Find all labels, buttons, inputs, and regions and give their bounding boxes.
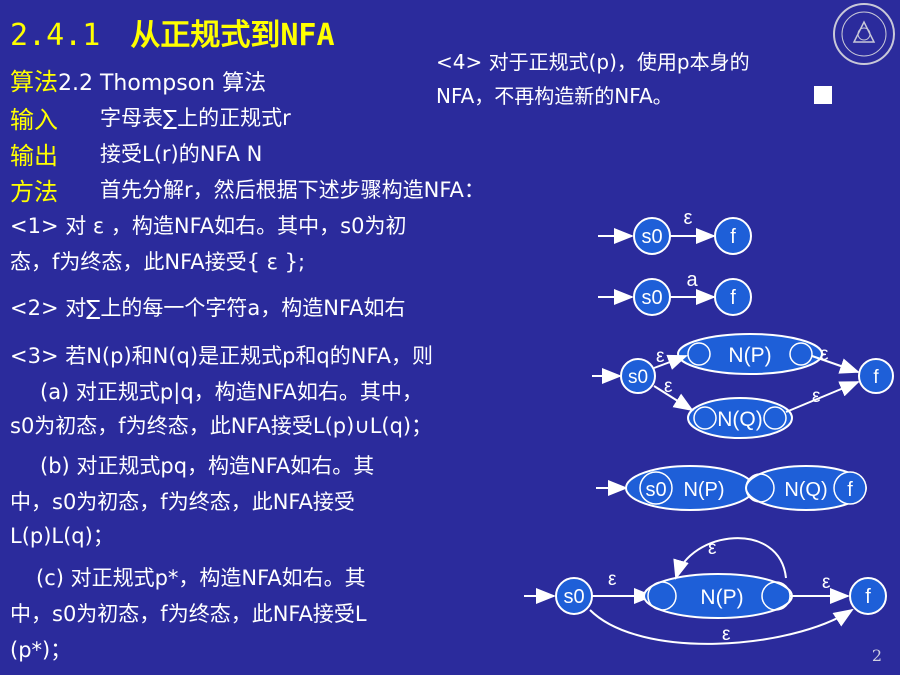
output-label: 输出 [10,142,58,170]
svg-text:ε: ε [664,376,673,397]
s0-label: s0 [641,287,662,309]
rule3-line1: <3> 若N(p)和N(q)是正规式p和q的NFA，则 [10,344,433,368]
rule3a-line1: (a) 对正规式p|q，构造NFA如右。其中， [40,380,423,404]
f-label: f [730,226,736,248]
svg-text:ε: ε [708,538,717,559]
page-title: 2.4.1 从正规式到NFA [10,10,335,54]
a-label: a [686,269,698,291]
svg-text:ε: ε [820,344,829,365]
f-label: f [873,367,879,388]
note-4-line1: <4> 对于正规式(p)，使用p本身的 [436,50,750,74]
svg-text:ε: ε [822,572,831,593]
output-text: 接受L(r)的NFA N [100,142,263,166]
algorithm-label: 算法 [10,68,58,96]
title-text: 从正规式到NFA [130,18,335,53]
rule2-text: <2> 对∑上的每一个字符a，构造NFA如右 [10,296,406,320]
rule3a-line2: s0为初态，f为终态，此NFA接受L(p)∪L(q)； [10,414,433,438]
rule3b-line3: L(p)L(q)； [10,524,114,548]
svg-text:f: f [865,586,871,608]
rule3b-line1: (b) 对正规式pq，构造NFA如右。其 [40,454,375,478]
svg-text:f: f [847,479,853,501]
title-number: 2.4.1 [10,18,101,53]
method-label: 方法 [10,178,58,206]
rule3b-line2: 中，s0为初态，f为终态，此NFA接受 [10,490,355,514]
algorithm-line: 算法2.2 Thompson 算法 [10,62,266,97]
diagram-epsilon: s0 ε f [598,207,752,255]
university-seal-logo [833,3,895,65]
f-node [849,577,887,615]
f-label: f [730,287,736,309]
rule1-line1: <1> 对 ε ，构造NFA如右。其中，s0为初 [10,214,407,238]
svg-text:ε: ε [722,624,731,645]
s0-label: s0 [641,226,662,248]
svg-text:N(P): N(P) [700,586,743,609]
diagram-concat: s0 N(P) N(Q) f [596,465,867,511]
epsilon-label: ε [684,207,693,229]
input-label: 输入 [10,106,58,134]
svg-text:N(Q): N(Q) [784,479,827,501]
rule1-line2: 态，f为终态，此NFA接受{ ε }; [10,250,306,274]
method-text: 首先分解r，然后根据下述步骤构造NFA： [100,178,485,202]
diagram-union: s0 N(P) N(Q) ε ε ε ε f [592,333,894,439]
f-node [714,217,752,255]
algorithm-name: 2.2 Thompson 算法 [58,71,267,96]
end-square-icon [814,86,832,104]
svg-text:N(P): N(P) [683,479,724,501]
s0-node [620,358,656,394]
np-box [677,333,823,375]
note-4-line2: NFA，不再构造新的NFA。 [436,84,673,108]
f-node [714,278,752,316]
s0-label: s0 [628,367,648,388]
svg-text:s0: s0 [563,586,584,608]
svg-text:ε: ε [608,569,617,590]
page-number: 2 [871,646,882,665]
input-text: 字母表∑上的正规式r [100,106,291,130]
diagram-symbol: s0 a f [598,269,752,316]
np-label: N(P) [728,344,771,367]
rule3c-line3: (p*)； [10,638,72,662]
nq-box [687,397,793,439]
rule3c-line2: 中，s0为初态，f为终态，此NFA接受L [10,602,367,626]
rule3c-line1: (c) 对正规式p*，构造NFA如右。其 [36,566,366,590]
diagram-closure: s0 ε N(P) ε ε f ε [524,537,887,645]
svg-text:ε: ε [656,346,665,367]
svg-text:s0: s0 [645,479,666,501]
nq-label: N(Q) [717,408,763,431]
f-node [858,358,894,394]
svg-text:ε: ε [812,386,821,407]
